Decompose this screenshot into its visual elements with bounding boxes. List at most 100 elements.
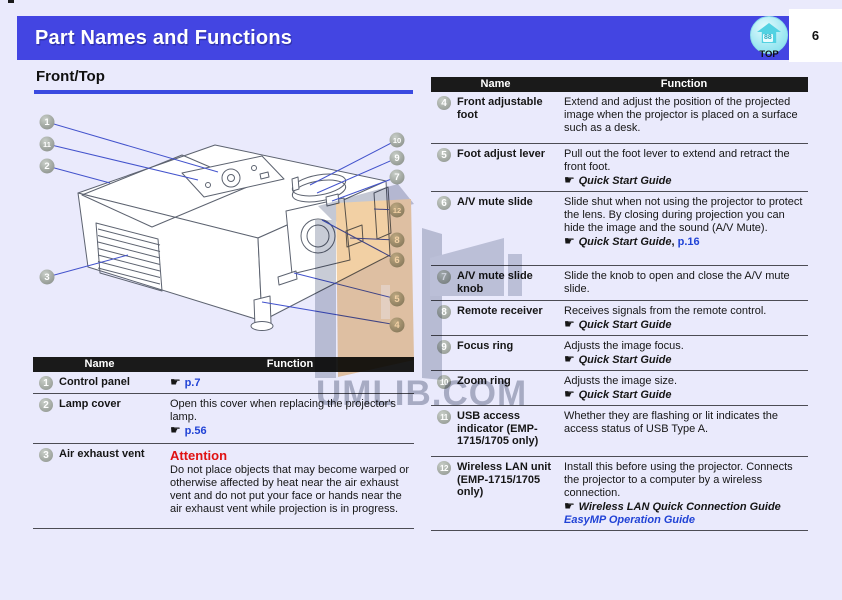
function-line: Adjusts the image size. <box>564 375 808 388</box>
cross-reference-link[interactable]: p.56 <box>184 425 207 437</box>
part-function: Slide the knob to open and close the A/V… <box>560 266 808 300</box>
callout-number-badge <box>39 114 55 130</box>
page-title: Part Names and Functions <box>35 26 293 49</box>
function-line: Open this cover when replacing the proje… <box>170 398 414 424</box>
pointer-hand-icon: ☛ <box>564 499 579 513</box>
item-number-badge: 4 <box>437 96 451 110</box>
item-number-badge: 9 <box>437 340 451 354</box>
top-icon-label: TOP <box>759 49 779 60</box>
function-line: ☛ Quick Start Guide <box>564 353 808 367</box>
text-segment: Open this cover when replacing the proje… <box>170 398 396 423</box>
callout-number: 1 <box>44 117 50 128</box>
item-number-cell: 7 <box>431 266 457 300</box>
function-line: ☛ Quick Start Guide <box>564 388 808 402</box>
callout-number-badge <box>39 158 55 174</box>
callout-line <box>46 254 129 278</box>
table-row: 9 Focus ring Adjusts the image focus.☛ Qui… <box>431 336 808 371</box>
pointer-hand-icon: ☛ <box>564 387 579 401</box>
text-segment: Slide shut when not using the projector … <box>564 196 803 234</box>
callout-number: 11 <box>43 140 51 149</box>
part-name: Front adjustable foot <box>457 96 543 121</box>
function-line: Attention <box>170 448 414 464</box>
part-name: USB access indicator (EMP-1715/1705 only… <box>457 410 539 447</box>
item-number-cell: 5 <box>431 144 457 191</box>
callout-number: 4 <box>394 320 400 331</box>
callout-number: 12 <box>393 206 401 215</box>
part-name: Foot adjust lever <box>457 148 546 160</box>
callout-line <box>309 139 398 186</box>
table-header-row: Name Function <box>33 357 414 372</box>
function-line: ☛ p.7 <box>170 376 414 390</box>
callout-number: 6 <box>394 255 399 266</box>
text-segment: Quick Start Guide <box>578 319 672 331</box>
page-number: 6 <box>789 9 842 62</box>
function-line: Adjusts the image focus. <box>564 340 808 353</box>
cross-reference-link[interactable]: p.16 <box>677 236 700 248</box>
item-number-badge: 6 <box>437 196 451 210</box>
text-segment: Whether they are flashing or lit indicat… <box>564 410 779 435</box>
text-segment: , <box>671 236 678 248</box>
text-segment: Adjusts the image focus. <box>564 340 684 352</box>
part-name: Lamp cover <box>59 398 121 410</box>
projector-line-art <box>77 144 392 331</box>
column-header-function: Function <box>266 358 314 370</box>
item-number-badge: 10 <box>437 375 451 389</box>
function-line: ☛ Quick Start Guide <box>564 174 808 188</box>
function-line: Do not place objects that may become war… <box>170 464 414 516</box>
cross-reference-link[interactable]: EasyMP Operation Guide <box>564 514 696 526</box>
callout-line <box>261 301 398 326</box>
part-name: Air exhaust vent <box>59 448 145 460</box>
callout-line <box>46 165 111 184</box>
part-name: Zoom ring <box>457 375 511 387</box>
callout-number-badge <box>39 269 55 285</box>
callout-number-badge <box>389 169 405 185</box>
text-segment: Quick Start Guide <box>578 389 672 401</box>
callout-number: 8 <box>394 235 399 246</box>
item-number-cell: 11 <box>431 406 457 456</box>
callout-number: 9 <box>394 153 399 164</box>
top-navigation-button[interactable]: 88 TOP <box>749 15 789 63</box>
callout-number-badge <box>389 150 405 166</box>
part-name: A/V mute slide <box>457 196 533 208</box>
text-segment: Slide the knob to open and close the A/V… <box>564 270 790 295</box>
part-name: Focus ring <box>457 340 514 352</box>
section-heading: Front/Top <box>36 68 105 85</box>
function-line: Slide the knob to open and close the A/V… <box>564 270 808 296</box>
callout-number-badge <box>389 132 405 148</box>
column-header-function: Function <box>660 78 708 90</box>
table-row: 4 Front adjustable foot Extend and adjust … <box>431 92 808 144</box>
part-function: ☛ p.7 <box>166 372 414 393</box>
part-function: Receives signals from the remote control… <box>560 301 808 335</box>
part-function: Pull out the foot lever to extend and re… <box>560 144 808 191</box>
item-number-badge: 7 <box>437 270 451 284</box>
text-segment: Adjusts the image size. <box>564 375 678 387</box>
function-line: Slide shut when not using the projector … <box>564 196 808 235</box>
callout-number: 3 <box>44 272 49 283</box>
item-number-cell: 10 <box>431 371 457 405</box>
item-number-badge: 12 <box>437 461 451 475</box>
function-line: ☛ Wireless LAN Quick Connection Guide <box>564 500 808 514</box>
item-number-badge: 1 <box>39 376 53 390</box>
part-function: Whether they are flashing or lit indicat… <box>560 406 808 456</box>
item-number-badge: 11 <box>437 410 451 424</box>
cross-reference-link[interactable]: p.7 <box>184 377 201 389</box>
part-function: Open this cover when replacing the proje… <box>166 394 414 443</box>
table-row: 6 A/V mute slide Slide shut when not using… <box>431 192 808 266</box>
text-segment: Pull out the foot lever to extend and re… <box>564 148 790 173</box>
text-segment: Install this before using the projector.… <box>564 461 793 499</box>
item-number-cell: 1 <box>33 372 59 393</box>
page-header-bar: Part Names and Functions <box>17 16 789 60</box>
function-line: Receives signals from the remote control… <box>564 305 808 318</box>
item-number-cell: 12 <box>431 457 457 530</box>
table-row: 11 USB access indicator (EMP-1715/1705 on… <box>431 406 808 457</box>
function-line: ☛ p.56 <box>170 424 414 438</box>
text-segment: Extend and adjust the position of the pr… <box>564 96 798 134</box>
function-line: Extend and adjust the position of the pr… <box>564 96 808 135</box>
pointer-hand-icon: ☛ <box>564 317 579 331</box>
part-name: Control panel <box>59 376 130 388</box>
